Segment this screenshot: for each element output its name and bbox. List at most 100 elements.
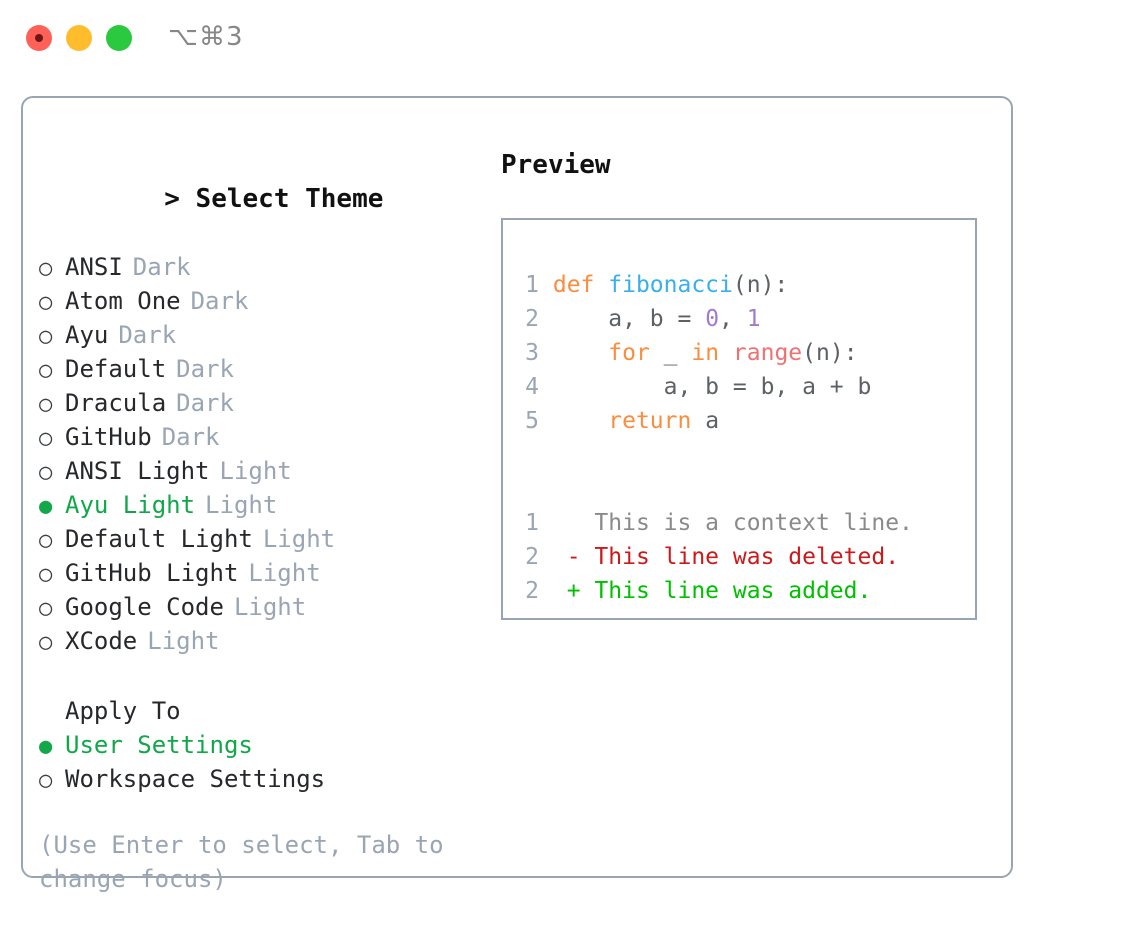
theme-list-item[interactable]: ○ Ayu Dark — [39, 318, 479, 352]
apply-to-item[interactable]: ●User Settings — [39, 728, 479, 762]
theme-variant-tag: Light — [262, 525, 336, 553]
theme-list-item[interactable]: ○ Atom One Dark — [39, 284, 479, 318]
code-line: 4 a, b = b, a + b — [517, 370, 913, 404]
radio-unselected-icon: ○ — [39, 460, 53, 485]
diff-line-number: 2 — [525, 578, 539, 604]
theme-name-label: GitHub — [65, 423, 152, 451]
theme-variant-tag: Light — [205, 491, 278, 519]
preview-heading: Preview — [501, 150, 611, 180]
code-blank-line — [517, 438, 913, 472]
theme-name-label: Atom One — [65, 287, 181, 315]
diff-line-text: - This line was deleted. — [566, 544, 900, 570]
code-line: 3 for _ in range(n): — [517, 336, 913, 370]
theme-name-label: XCode — [65, 627, 138, 655]
apply-to-label: Workspace Settings — [65, 765, 326, 793]
code-token: in — [691, 340, 720, 366]
radio-unselected-icon: ○ — [39, 528, 53, 553]
theme-list-item[interactable]: ○ GitHub Dark — [39, 420, 479, 454]
radio-unselected-icon: ○ — [39, 426, 53, 451]
theme-list-item[interactable]: ○ Default Dark — [39, 352, 479, 386]
code-token: 0 — [705, 306, 720, 332]
diff-line-number: 1 — [525, 510, 539, 536]
diff-line: 2 - This line was deleted. — [517, 540, 913, 574]
line-number: 4 — [525, 374, 539, 400]
radio-unselected-icon: ○ — [39, 358, 53, 383]
radio-unselected-icon: ○ — [39, 768, 53, 793]
traffic-lights — [26, 25, 132, 51]
code-token: range — [732, 340, 803, 366]
prompt-caret-icon: > — [164, 184, 180, 214]
minimize-window-button[interactable] — [66, 25, 92, 51]
apply-to-heading: Apply To — [65, 697, 181, 725]
code-line: 2 a, b = 0, 1 — [517, 302, 913, 336]
line-number: 2 — [525, 306, 539, 332]
select-theme-heading-label: Select Theme — [195, 184, 384, 214]
radio-unselected-icon: ○ — [39, 630, 53, 655]
code-line: 1 def fibonacci(n): — [517, 268, 913, 302]
theme-name-label: Dracula — [65, 389, 167, 417]
diff-line: 1 This is a context line. — [517, 506, 913, 540]
theme-variant-tag: Dark — [132, 253, 191, 281]
theme-variant-tag: Dark — [176, 355, 234, 383]
theme-list-item[interactable]: ○ ANSI Dark — [39, 250, 479, 284]
theme-name-label: ANSI — [65, 253, 123, 281]
theme-name-label: Default — [65, 355, 167, 383]
code-token: _ — [649, 340, 692, 366]
theme-variant-tag: Light — [147, 627, 220, 655]
code-token: , — [719, 306, 747, 332]
select-theme-heading: > Select Theme — [39, 148, 479, 250]
radio-unselected-icon: ○ — [39, 290, 53, 315]
theme-variant-tag: Dark — [118, 321, 177, 349]
theme-list-item[interactable]: ○ XCode Light — [39, 624, 479, 658]
title-bar: ⌥⌘3 — [0, 0, 1140, 78]
column-spacer — [39, 658, 479, 694]
theme-name-label: Ayu Light — [65, 491, 196, 519]
radio-unselected-icon: ○ — [39, 256, 53, 281]
code-token: a, b = — [552, 306, 706, 332]
radio-unselected-icon: ○ — [39, 324, 53, 349]
diff-line-text: This is a context line. — [566, 510, 913, 536]
line-number: 1 — [525, 272, 539, 298]
apply-to-list[interactable]: ●User Settings ○ Workspace Settings — [39, 728, 479, 796]
theme-name-label: Default Light — [65, 525, 253, 553]
theme-variant-tag: Light — [233, 593, 307, 621]
code-token: a — [691, 408, 720, 434]
radio-unselected-icon: ○ — [39, 392, 53, 417]
keyboard-shortcut-label: ⌥⌘3 — [168, 22, 244, 52]
keyboard-hint-text: (Use Enter to select, Tab to change focu… — [39, 831, 459, 893]
diff-line-text: + This line was added. — [566, 578, 872, 604]
apply-to-item[interactable]: ○ Workspace Settings — [39, 762, 479, 796]
theme-variant-tag: Light — [219, 457, 292, 485]
diff-line: 2 + This line was added. — [517, 574, 913, 608]
close-window-button[interactable] — [26, 25, 52, 51]
theme-variant-tag: Dark — [176, 389, 234, 417]
theme-list-item[interactable]: ○ Default Light Light — [39, 522, 479, 556]
code-token — [553, 340, 608, 366]
radio-unselected-icon: ○ — [39, 596, 53, 621]
theme-name-label: GitHub Light — [65, 559, 239, 587]
theme-variant-tag: Dark — [190, 287, 249, 315]
theme-name-label: Ayu — [65, 321, 109, 349]
zoom-window-button[interactable] — [106, 25, 132, 51]
code-line: 5 return a — [517, 404, 913, 438]
code-token: (n): — [802, 340, 858, 366]
theme-variant-tag: Dark — [161, 423, 220, 451]
code-token — [553, 408, 608, 434]
code-token — [719, 340, 733, 366]
preview-column: Preview 1 def fibonacci(n):2 a, b = 0, 1… — [501, 148, 1001, 620]
code-blank-line — [517, 472, 913, 506]
radio-selected-icon: ● — [39, 734, 53, 759]
code-token: def — [552, 272, 609, 298]
code-token: fibonacci — [608, 272, 733, 298]
theme-list-item[interactable]: ○ Dracula Dark — [39, 386, 479, 420]
code-token: 1 — [746, 306, 761, 332]
